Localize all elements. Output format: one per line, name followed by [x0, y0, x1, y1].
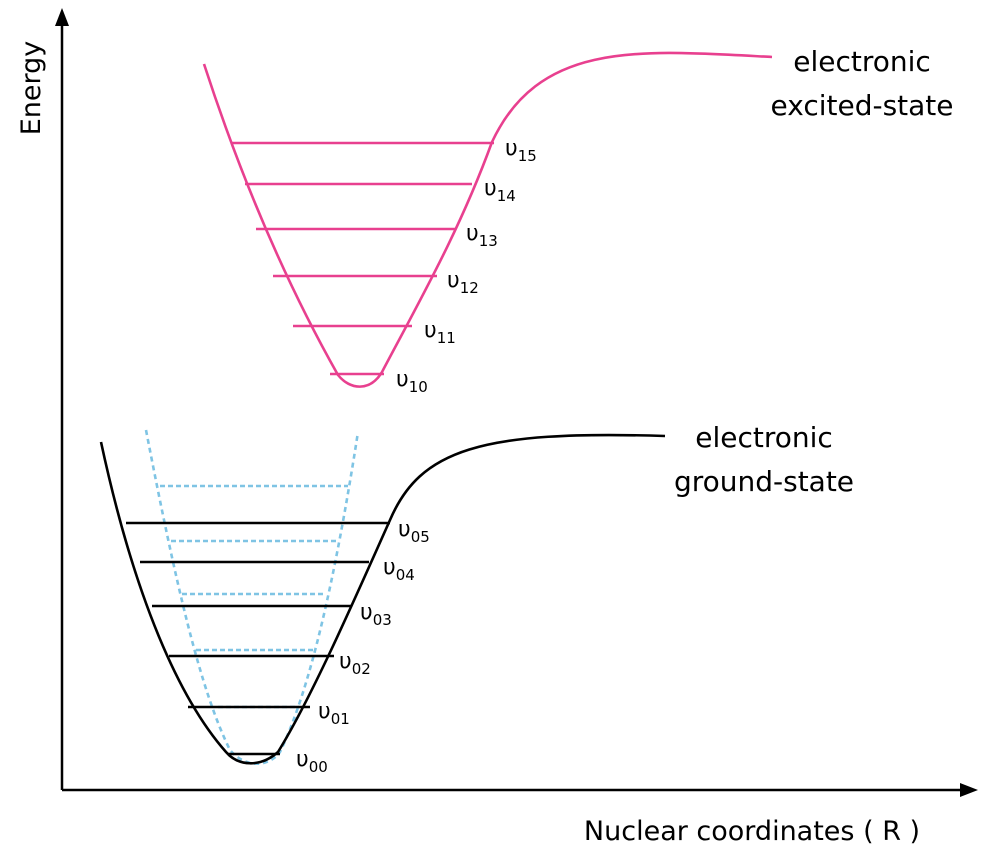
ground-state-label-line2: ground-state	[674, 465, 854, 498]
x-axis-label: Nuclear coordinates ( R )	[584, 816, 920, 847]
excited-level-label-10: υ10	[396, 367, 428, 396]
axes: Energy Nuclear coordinates ( R )	[16, 8, 978, 847]
ground-state-label-line1: electronic	[695, 421, 833, 454]
excited-level-label-13: υ13	[466, 221, 498, 250]
ground-level-label-04: υ04	[383, 555, 415, 584]
excited-level-label-12: υ12	[447, 268, 479, 297]
ground-level-label-01: υ01	[318, 699, 350, 728]
excited-state-label-line1: electronic	[793, 45, 931, 78]
x-axis-arrowhead	[960, 783, 978, 797]
ground-state-group: υ00 υ01 υ02 υ03 υ04 υ05 electronic groun…	[99, 421, 854, 776]
ground-state-curve	[99, 433, 666, 765]
y-axis-arrowhead	[55, 8, 69, 26]
excited-level-label-15: υ15	[505, 136, 537, 165]
ground-level-label-03: υ03	[360, 600, 392, 629]
ground-level-label-02: υ02	[339, 649, 371, 678]
excited-level-label-11: υ11	[424, 318, 456, 347]
y-axis-label: Energy	[16, 41, 47, 136]
excited-state-curve	[202, 51, 773, 388]
ground-level-label-05: υ05	[398, 517, 430, 546]
excited-level-label-14: υ14	[484, 176, 516, 205]
ground-level-label-00: υ00	[296, 747, 328, 776]
excited-state-label-line2: excited-state	[771, 89, 954, 122]
excited-state-group: υ10 υ11 υ12 υ13 υ14 υ15 electronic excit…	[202, 45, 954, 396]
